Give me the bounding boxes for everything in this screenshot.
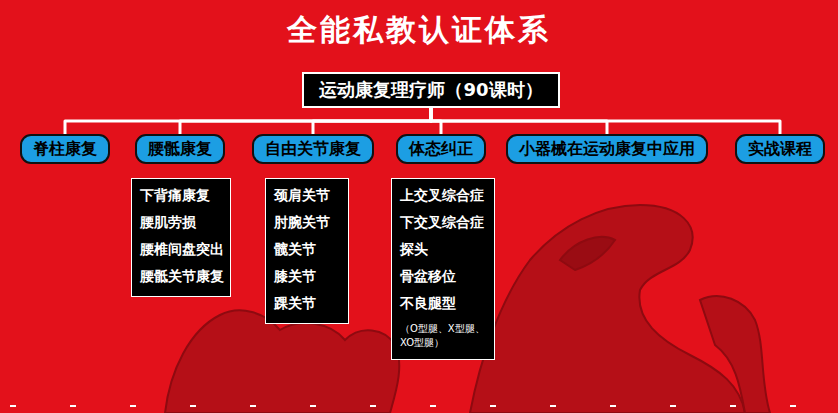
box-label: 小器械在运动康复中应用 — [519, 139, 695, 160]
list-item: 骨盆移位 — [400, 268, 486, 286]
tree-connector — [65, 108, 431, 134]
diagram-title: 全能私教认证体系 — [0, 10, 838, 51]
list-item: （O型腿、X型腿、XO型腿） — [400, 322, 486, 349]
list-item: 膝关节 — [274, 268, 340, 286]
category-box: 腰骶康复 — [135, 134, 225, 164]
box-label: 体态纠正 — [409, 139, 473, 160]
box-label: 实战课程 — [748, 139, 812, 160]
list-item: 踝关节 — [274, 295, 340, 313]
box-label: 脊柱康复 — [33, 139, 97, 160]
list-item: 颈肩关节 — [274, 187, 340, 205]
category-box: 脊柱康复 — [20, 134, 110, 164]
list-item: 腰肌劳损 — [140, 214, 222, 232]
list-item: 髋关节 — [274, 241, 340, 259]
box-label: 运动康复理疗师（90课时） — [319, 78, 542, 102]
list-item: 下背痛康复 — [140, 187, 222, 205]
category-box: 小器械在运动康复中应用 — [506, 134, 708, 164]
list-item: 不良腿型 — [400, 295, 486, 313]
tree-connector — [180, 108, 431, 134]
topic-list: 下背痛康复腰肌劳损腰椎间盘突出腰骶关节康复 — [131, 178, 231, 297]
tree-connector — [431, 108, 780, 134]
list-item: 探头 — [400, 241, 486, 259]
topic-list: 上交叉综合症下交叉综合症探头骨盆移位不良腿型 （O型腿、X型腿、XO型腿） — [391, 178, 495, 360]
category-box: 自由关节康复 — [252, 134, 374, 164]
root-box: 运动康复理疗师（90课时） — [302, 72, 560, 108]
list-item: 肘腕关节 — [274, 214, 340, 232]
list-item: 上交叉综合症 — [400, 187, 486, 205]
category-box: 体态纠正 — [396, 134, 486, 164]
list-item: 腰骶关节康复 — [140, 268, 222, 286]
list-item: 腰椎间盘突出 — [140, 241, 222, 259]
box-label: 腰骶康复 — [148, 139, 212, 160]
tree-connector — [313, 108, 431, 134]
bottom-ticks — [10, 405, 796, 407]
list-item: 下交叉综合症 — [400, 214, 486, 232]
box-label: 自由关节康复 — [265, 139, 361, 160]
topic-list: 颈肩关节肘腕关节髋关节膝关节踝关节 — [265, 178, 349, 324]
category-box: 实战课程 — [735, 134, 825, 164]
